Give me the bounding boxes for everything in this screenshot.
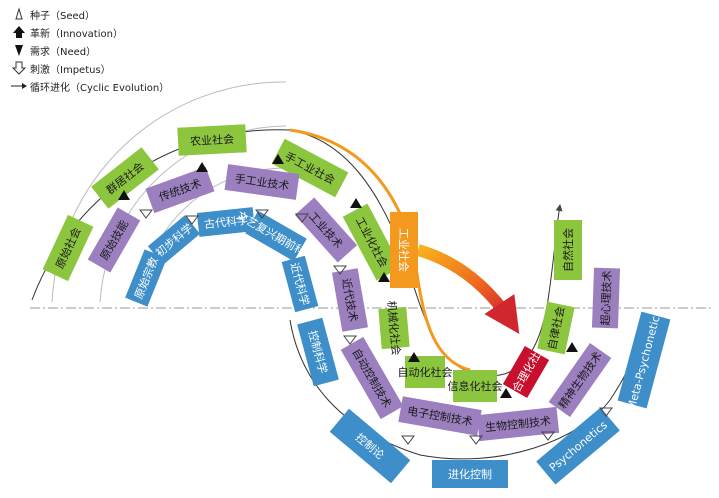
impetus-marker xyxy=(469,435,483,445)
science-box: Meta-Psychonetics xyxy=(617,309,671,411)
impetus-marker xyxy=(343,335,357,345)
innovation-marker xyxy=(196,162,208,172)
science-box: 古代科学 xyxy=(196,207,256,237)
technology-box: 传统技术 xyxy=(145,166,215,214)
innovation-marker xyxy=(118,190,130,200)
society-box: 原始社会 xyxy=(42,214,94,282)
transition-arrow xyxy=(416,244,520,334)
society-label: 机械化社会 xyxy=(385,300,404,356)
society-box: 自律社会 xyxy=(537,301,575,355)
impetus-marker xyxy=(185,215,199,225)
legend-label: 循环进化（Cyclic Evolution） xyxy=(30,82,170,94)
innovation-marker xyxy=(408,352,420,362)
legend-label: 种子（Seed） xyxy=(30,10,95,22)
bar-label: 工业社会 xyxy=(397,228,411,272)
society-label: 信息化社会 xyxy=(448,379,503,393)
society-label: 自然社会 xyxy=(561,228,575,272)
technology-label: 生物控制技术 xyxy=(484,414,551,435)
society-label: 自动化社会 xyxy=(398,365,453,379)
science-box: 近代科学 xyxy=(281,255,319,313)
need-icon xyxy=(8,42,30,58)
society-box: 农业社会 xyxy=(177,124,247,156)
innovation-marker xyxy=(272,154,284,164)
innovation-marker xyxy=(566,342,578,352)
cyclic-evolution-icon xyxy=(8,78,30,94)
society-box: 自然社会 xyxy=(554,220,582,280)
legend: 种子（Seed） 革新（Innovation） 需求（Need） 刺激（Impe… xyxy=(8,6,268,106)
legend-label: 革新（Innovation） xyxy=(30,28,123,40)
industrial-society-bar: 工业社会 xyxy=(390,212,418,288)
legend-label: 刺激（Impetus） xyxy=(30,64,111,76)
legend-item: 种子（Seed） xyxy=(8,6,95,22)
innovation-marker xyxy=(500,388,512,398)
science-box: 控制科学 xyxy=(297,317,339,387)
connector-arrows xyxy=(118,154,578,398)
seed-icon xyxy=(8,6,30,22)
impetus-icon xyxy=(8,60,30,76)
innovation-marker xyxy=(350,198,362,208)
science-box: 控制论 xyxy=(329,408,411,484)
impetus-marker xyxy=(333,265,347,275)
technology-box: 精神生物技术 xyxy=(548,343,612,417)
impetus-marker xyxy=(401,435,415,445)
technology-box: 电子控制技术 xyxy=(398,396,482,436)
impetus-arrows xyxy=(139,209,613,445)
impetus-marker xyxy=(599,407,613,417)
legend-item: 需求（Need） xyxy=(8,42,96,58)
science-box: 进化控制 xyxy=(432,460,508,488)
science-label: 进化控制 xyxy=(448,467,492,481)
legend-item: 循环进化（Cyclic Evolution） xyxy=(8,78,169,94)
society-label: 农业社会 xyxy=(190,132,235,148)
impetus-marker xyxy=(295,213,309,223)
technology-box: 手工业技术 xyxy=(224,164,300,200)
science-label: 古代科学 xyxy=(203,213,248,232)
society-box: 最合理化社会 xyxy=(502,340,550,404)
technology-box: 超心理技术 xyxy=(591,267,621,329)
society-box: 机械化社会 xyxy=(378,300,410,356)
impetus-marker xyxy=(255,209,269,219)
technology-box: 原始技能 xyxy=(87,207,141,273)
legend-item: 革新（Innovation） xyxy=(8,24,123,40)
legend-label: 需求（Need） xyxy=(30,46,97,58)
innovation-marker xyxy=(378,272,390,282)
impetus-marker xyxy=(541,431,555,441)
innovation-icon xyxy=(8,24,30,40)
technology-label: 超心理技术 xyxy=(598,270,614,325)
society-box: 信息化社会 xyxy=(448,370,503,402)
technology-box: 近代技术 xyxy=(331,268,369,332)
technology-box: 生物控制技术 xyxy=(476,406,560,442)
society-box: 自动化社会 xyxy=(398,356,453,388)
impetus-marker xyxy=(139,209,153,219)
legend-item: 刺激（Impetus） xyxy=(8,60,111,76)
